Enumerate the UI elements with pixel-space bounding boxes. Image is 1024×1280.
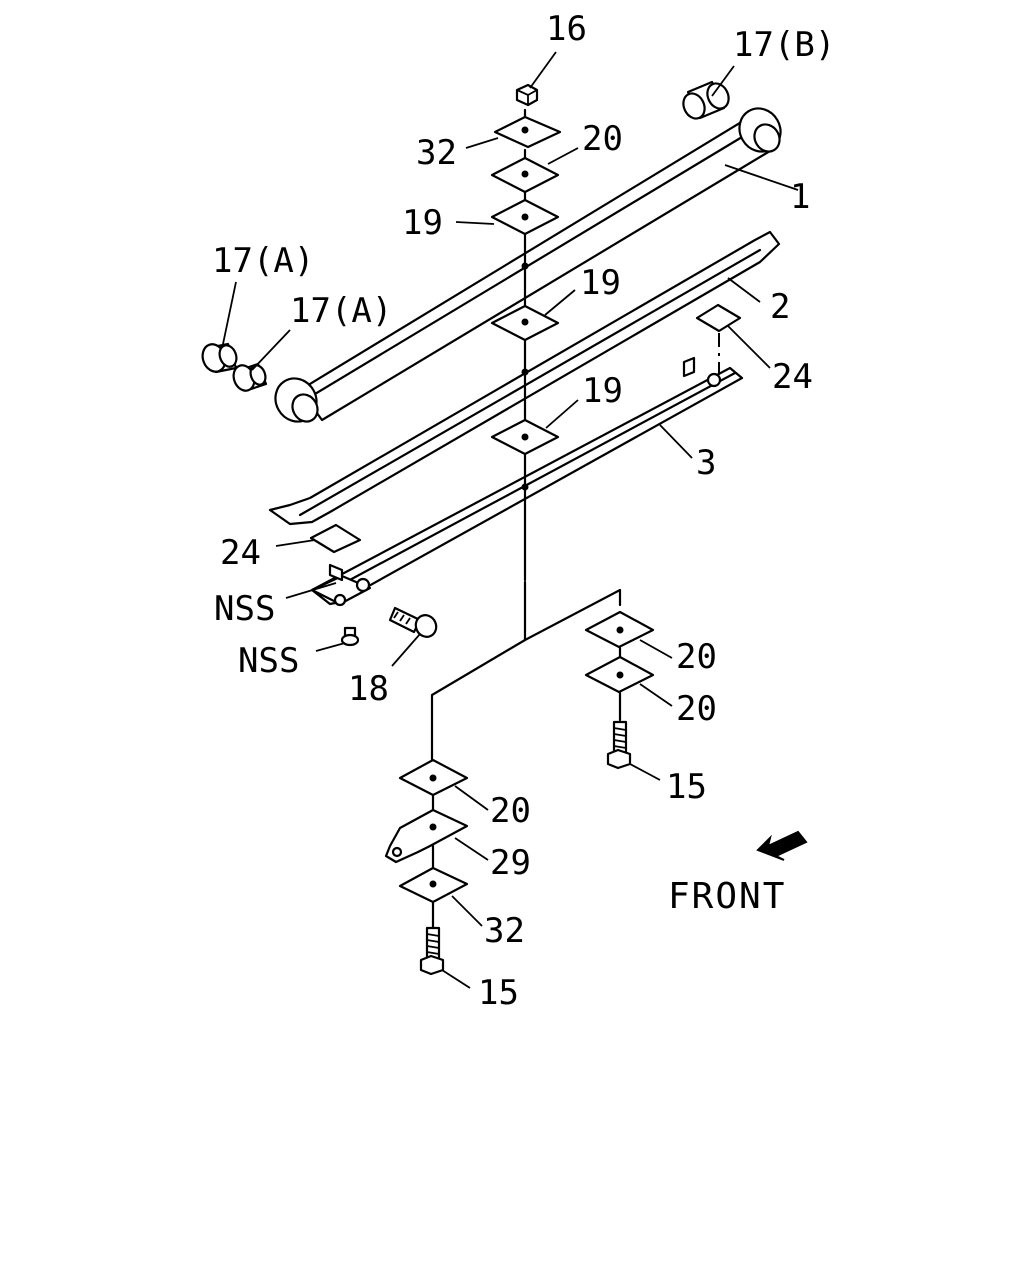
label-part-29: 29 xyxy=(490,843,531,883)
label-part-20-left: 20 xyxy=(490,791,531,831)
bolt-15-left xyxy=(419,926,445,976)
front-arrow-icon xyxy=(756,830,808,861)
label-part-16: 16 xyxy=(546,9,587,49)
bracket-29 xyxy=(384,808,469,864)
label-nss-1: NSS xyxy=(214,589,275,629)
label-nss-2: NSS xyxy=(238,641,299,681)
bushing-17a-2 xyxy=(232,362,268,392)
label-part-32-top: 32 xyxy=(416,133,457,173)
bolt-15-right xyxy=(606,720,632,770)
leader-lines xyxy=(222,51,799,989)
label-part-19-a: 19 xyxy=(402,203,443,243)
label-part-17b: 17(B) xyxy=(733,25,835,65)
label-part-24-right: 24 xyxy=(772,357,813,397)
label-part-24-left: 24 xyxy=(220,533,261,573)
label-part-17a-2: 17(A) xyxy=(290,291,392,331)
pad-24-right xyxy=(695,303,742,333)
label-part-3: 3 xyxy=(696,443,716,483)
bushing-17a-1 xyxy=(201,342,238,374)
label-part-1: 1 xyxy=(790,177,810,217)
bushing-17b xyxy=(682,80,730,120)
bolt-nss xyxy=(340,626,360,647)
label-part-20-right-1: 20 xyxy=(676,637,717,677)
label-part-18: 18 xyxy=(348,669,389,709)
label-part-2: 2 xyxy=(770,287,790,327)
label-part-19-c: 19 xyxy=(582,371,623,411)
pad-24-left xyxy=(309,523,362,554)
label-part-20-top: 20 xyxy=(582,119,623,159)
label-part-19-b: 19 xyxy=(580,263,621,303)
label-part-15-right: 15 xyxy=(666,767,707,807)
nut-16 xyxy=(515,83,539,107)
label-part-17a-1: 17(A) xyxy=(212,241,314,281)
leaf-spring-1 xyxy=(274,107,782,423)
bolt-18 xyxy=(388,606,438,638)
label-part-20-right-2: 20 xyxy=(676,689,717,729)
label-part-32-bottom: 32 xyxy=(484,911,525,951)
label-part-15-left: 15 xyxy=(478,973,519,1013)
label-front: FRONT xyxy=(668,876,786,917)
